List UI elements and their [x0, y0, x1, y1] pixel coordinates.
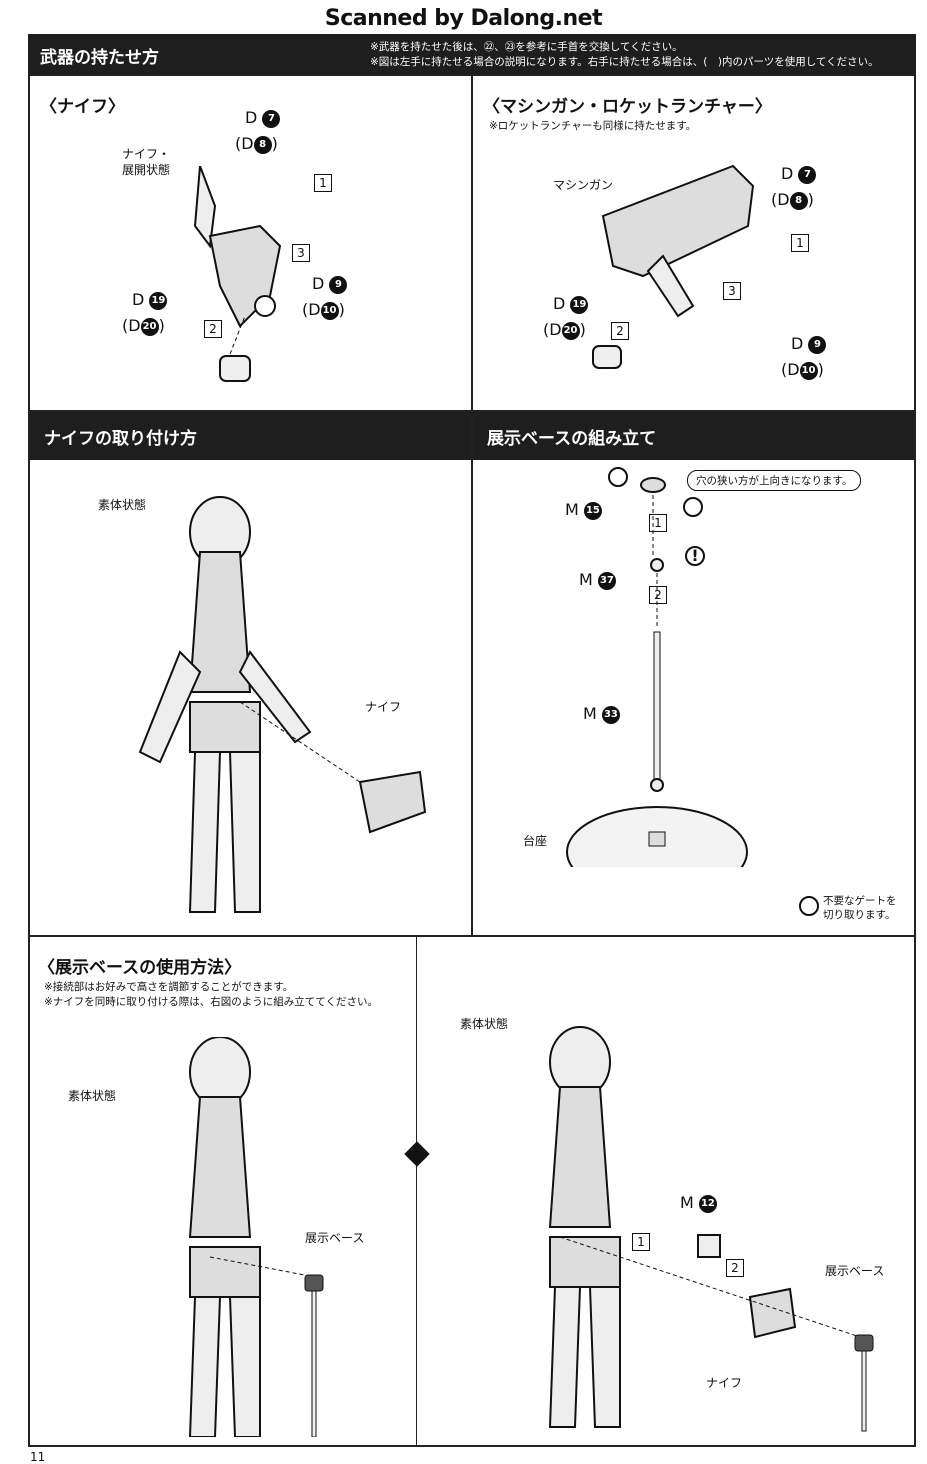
- base-assembly-title: 展示ベースの組み立て: [473, 412, 914, 460]
- part-letter: D: [245, 108, 258, 127]
- part-number: 10: [320, 301, 339, 320]
- step-number: 2: [649, 586, 667, 604]
- knife-illustration: [193, 166, 282, 382]
- watermark: Scanned by Dalong.net: [324, 6, 603, 31]
- part-letter: D: [781, 164, 794, 183]
- body-state-label: 素体状態: [68, 1089, 117, 1103]
- gun-title: 〈マシンガン・ロケットランチャー〉: [483, 97, 772, 117]
- part-letter: D: [553, 294, 566, 313]
- usage-title: 〈展示ベースの使用方法〉: [38, 958, 242, 978]
- caution-icon: !: [685, 546, 705, 566]
- figure-on-base-illustration: [188, 1037, 324, 1437]
- knife-label: ナイフ: [706, 1376, 743, 1390]
- gun-label: マシンガン: [553, 178, 614, 192]
- display-base-label: 展示ベース: [305, 1231, 365, 1245]
- step-number: 3: [723, 282, 741, 300]
- part-number: 20: [561, 321, 580, 340]
- part-number: 8: [253, 135, 272, 154]
- part-letter: D: [132, 290, 145, 309]
- body-state-label: 素体状態: [98, 498, 147, 512]
- usage-note: ※接続部はお好みで高さを調節することができます。: [44, 981, 294, 993]
- part-letter: D: [312, 274, 325, 293]
- step-number: 2: [204, 320, 222, 338]
- page-number: 11: [30, 1450, 46, 1464]
- part-number: 9: [808, 335, 827, 354]
- step-number: 2: [611, 322, 629, 340]
- part-letter: (D: [781, 360, 800, 379]
- part-paren: ): [158, 316, 165, 335]
- part-number: 33: [601, 705, 620, 724]
- nipper-icon: [799, 896, 819, 916]
- usage-note: ※ナイフを同時に取り付ける際は、右図のように組み立ててください。: [44, 996, 378, 1008]
- part-letter: M: [680, 1193, 694, 1212]
- step-number: 2: [726, 1259, 744, 1277]
- part-paren: ): [271, 134, 278, 153]
- stand-label: 台座: [523, 834, 548, 848]
- part-number: 19: [570, 295, 589, 314]
- part-number: 7: [262, 109, 281, 128]
- part-letter: M: [565, 500, 579, 519]
- knife-label: ナイフ・ 展開状態: [122, 147, 171, 177]
- part-number: 15: [583, 501, 602, 520]
- base-usage-panel: 〈展示ベースの使用方法〉 ※接続部はお好みで高さを調節することができます。 ※ナ…: [28, 935, 916, 1447]
- part-letter: (D: [122, 316, 141, 335]
- part-paren: ): [807, 190, 814, 209]
- figure-with-knife-on-base-illustration: [548, 1026, 874, 1432]
- gate-note: 不要なゲートを 切り取ります。: [823, 895, 897, 921]
- knife-label: ナイフ: [365, 700, 402, 714]
- divider: [416, 937, 417, 1445]
- step-number: 1: [632, 1233, 650, 1251]
- part-letter: M: [583, 704, 597, 723]
- knife-attach-title: ナイフの取り付け方: [30, 412, 471, 460]
- part-paren: ): [579, 320, 586, 339]
- part-number: 10: [799, 361, 818, 380]
- part-number: 8: [789, 191, 808, 210]
- part-number: 20: [140, 317, 159, 336]
- part-paren: ): [338, 300, 345, 319]
- part-number: 19: [149, 291, 168, 310]
- part-number: 12: [698, 1194, 717, 1213]
- step-number: 1: [314, 174, 332, 192]
- part-paren: ): [817, 360, 824, 379]
- part-number: 37: [597, 571, 616, 590]
- gun-note: ※ロケットランチャーも同様に持たせます。: [489, 120, 697, 132]
- header-note: ※図は左手に持たせる場合の説明になります。右手に持たせる場合は、( )内のパーツ…: [370, 56, 879, 68]
- part-letter: (D: [235, 134, 254, 153]
- part-letter: (D: [302, 300, 321, 319]
- display-base-label: 展示ベース: [825, 1264, 885, 1278]
- step-number: 3: [292, 244, 310, 262]
- part-letter: D: [791, 334, 804, 353]
- display-stand-illustration: [566, 467, 748, 867]
- header-note: ※武器を持たせた後は、㉒、㉓を参考に手首を交換してください。: [370, 41, 683, 53]
- section-header: 武器の持たせ方 ※武器を持たせた後は、㉒、㉓を参考に手首を交換してください。 ※…: [28, 34, 916, 74]
- section-title: 武器の持たせ方: [40, 48, 159, 68]
- arrow-marker-icon: [404, 1141, 430, 1167]
- knife-title: 〈ナイフ〉: [40, 97, 125, 117]
- part-letter: M: [579, 570, 593, 589]
- gun-panel: 〈マシンガン・ロケットランチャー〉 ※ロケットランチャーも同様に持たせます。 マ…: [471, 74, 916, 412]
- part-letter: (D: [543, 320, 562, 339]
- part-number: 9: [329, 275, 348, 294]
- callout-note: 穴の狭い方が上向きになります。: [687, 470, 862, 491]
- figure-back-illustration: [138, 496, 427, 913]
- part-number: 7: [798, 165, 817, 184]
- base-assembly-panel: 展示ベースの組み立て 穴の狭い方が上向きになります。 M 15 M 37 M 3…: [471, 410, 916, 937]
- part-letter: (D: [771, 190, 790, 209]
- body-state-label: 素体状態: [460, 1017, 509, 1031]
- knife-attach-panel: ナイフの取り付け方 素体状態 ナイフ: [28, 410, 473, 937]
- step-number: 1: [791, 234, 809, 252]
- machine-gun-illustration: [592, 164, 755, 369]
